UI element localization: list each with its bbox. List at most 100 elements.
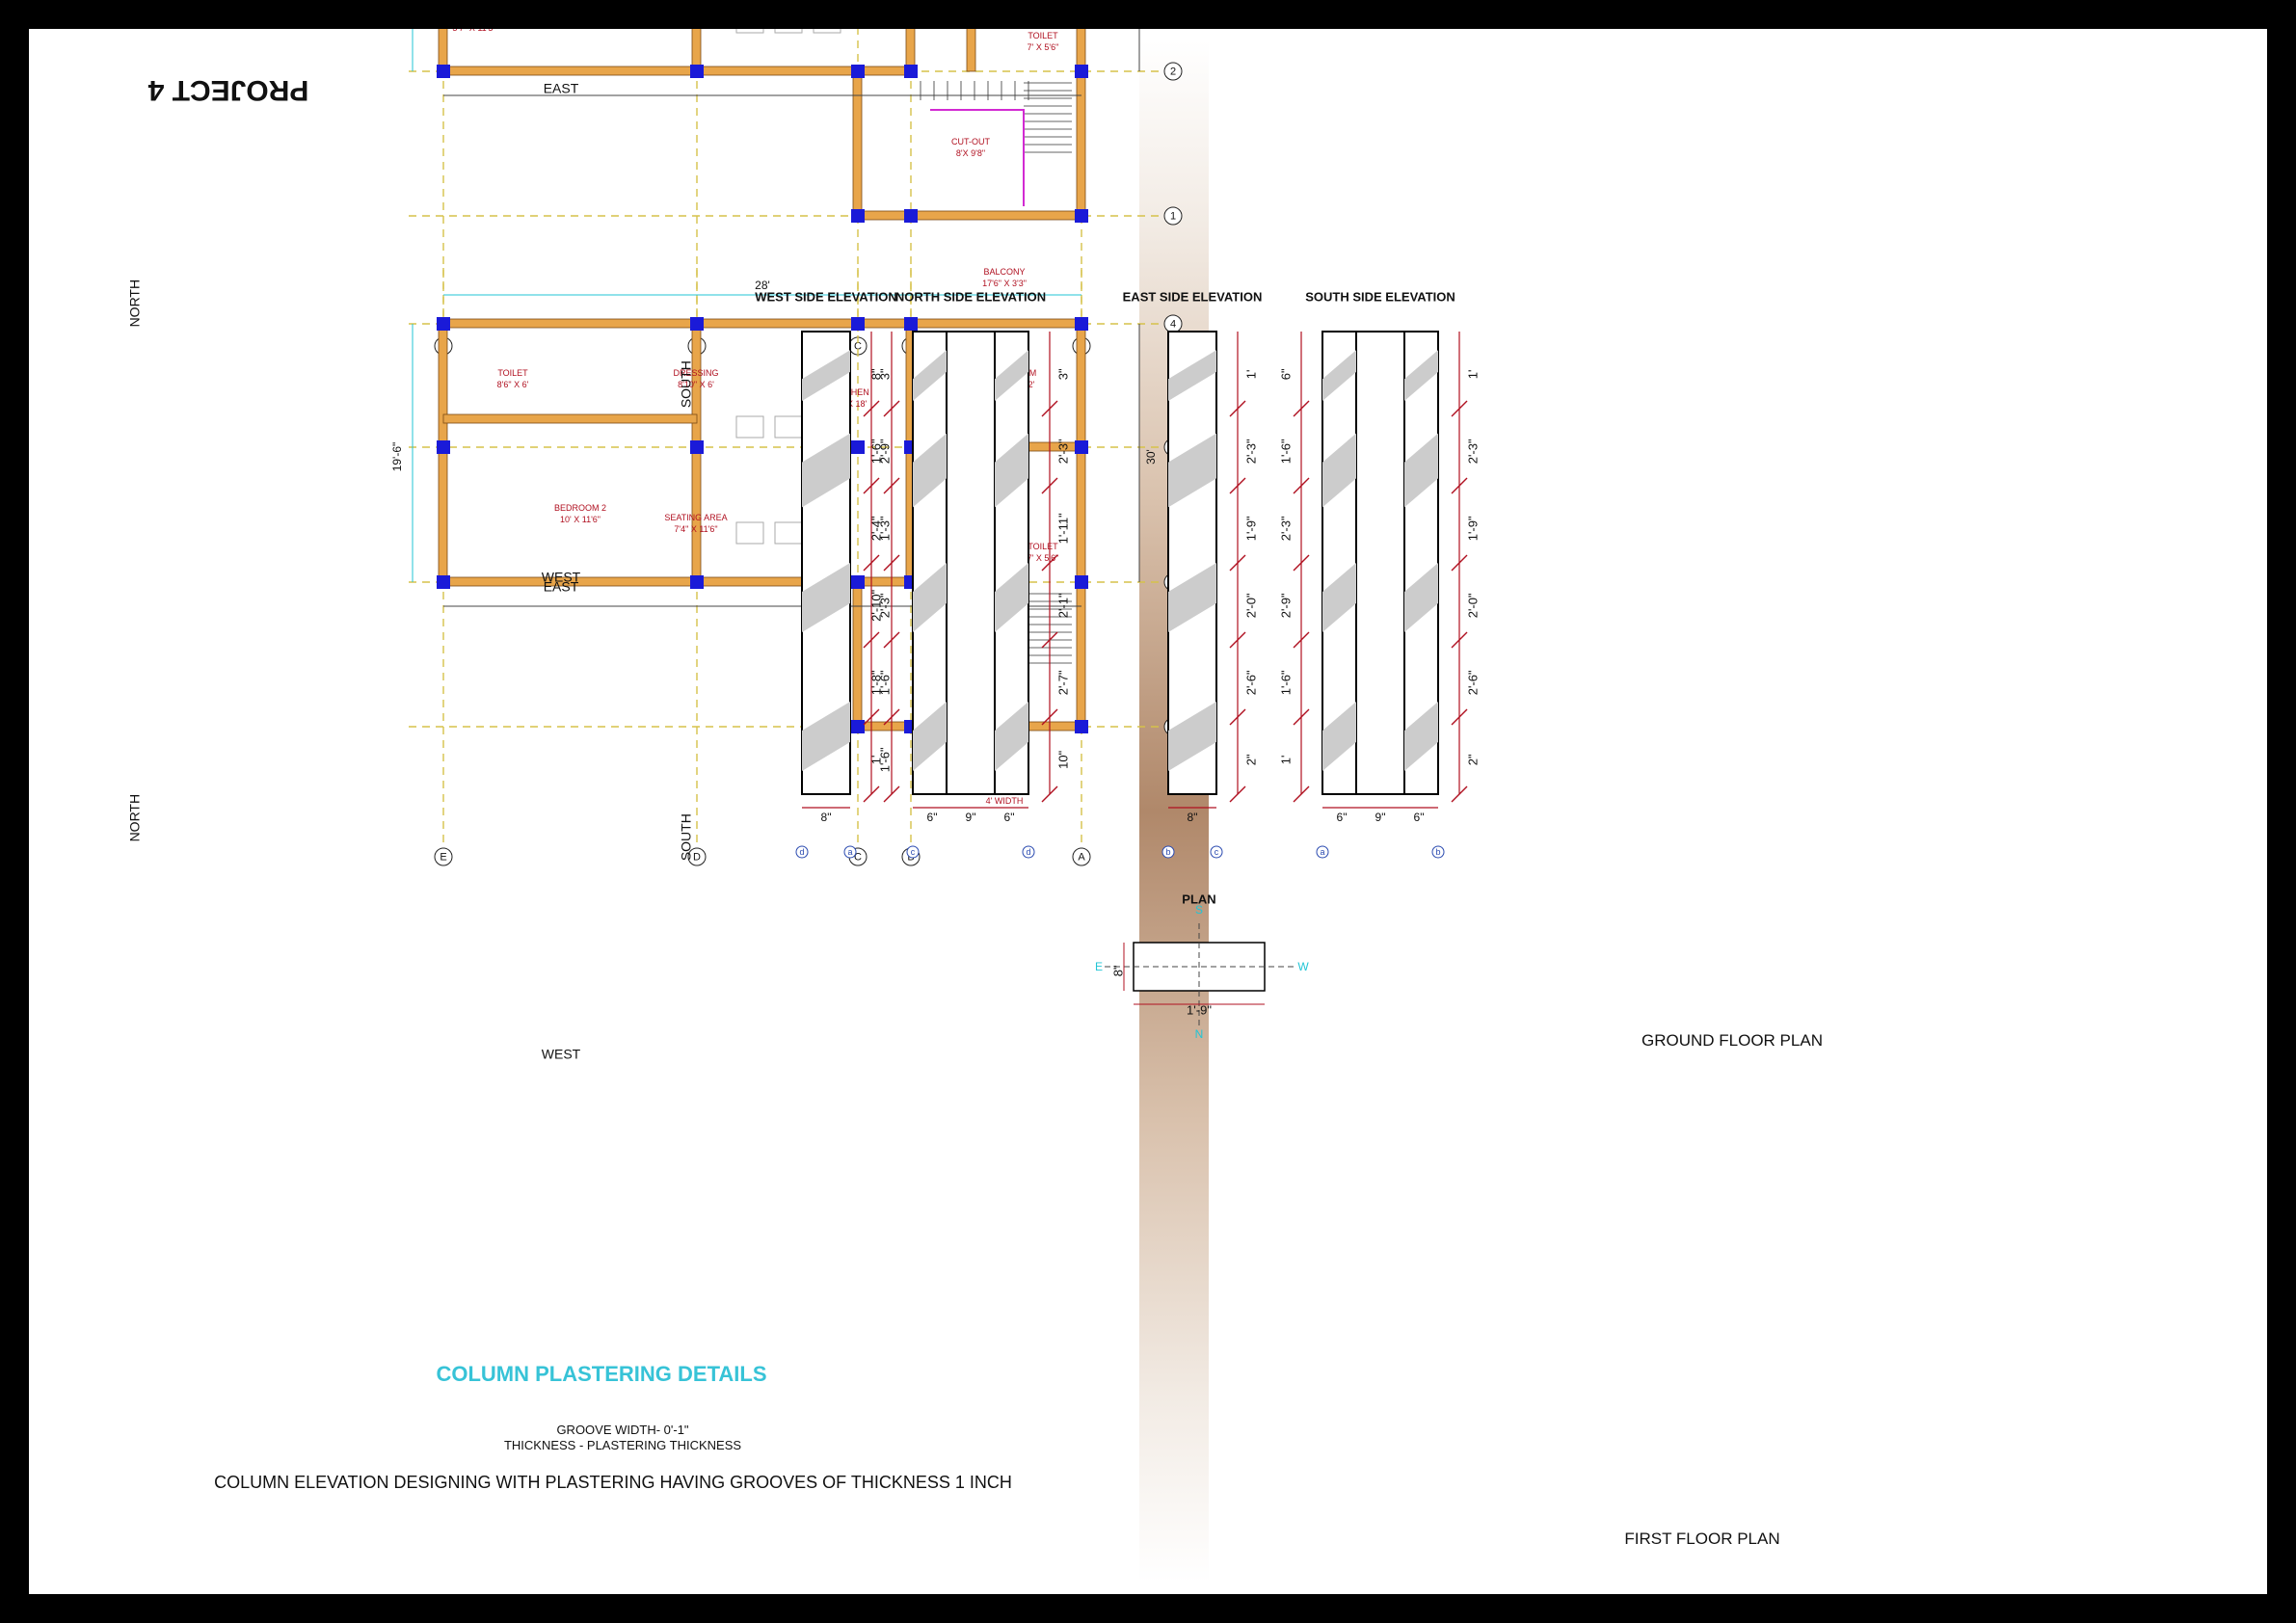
corner-label: a bbox=[847, 847, 852, 857]
dim-text: 28' bbox=[755, 279, 770, 292]
dim-tick bbox=[1041, 785, 1058, 803]
room-name: BALCONY bbox=[983, 267, 1025, 277]
north-label: NORTH bbox=[127, 279, 143, 328]
dim-text: 1'-6" bbox=[877, 670, 892, 695]
column-marker bbox=[851, 720, 865, 733]
dim-tick bbox=[883, 477, 900, 494]
room-name: TOILET bbox=[497, 368, 528, 378]
dim-text: 2'-3" bbox=[1278, 516, 1293, 541]
grid-bubble bbox=[1072, 847, 1091, 866]
elevation-0: SOUTH SIDE ELEVATION2"2'-6"2'-0"1'-9"2'-… bbox=[1278, 290, 1480, 859]
grid-label: A bbox=[1078, 851, 1085, 863]
dim-tick bbox=[1293, 400, 1310, 417]
elevation-1: EAST SIDE ELEVATION2"2'-6"2'-0"1'-9"2'-3… bbox=[1123, 290, 1262, 859]
grid-label: 2 bbox=[1170, 66, 1176, 77]
corner-bubble bbox=[906, 845, 920, 859]
column-marker bbox=[851, 65, 865, 78]
column-marker bbox=[437, 317, 450, 331]
west-label: WEST bbox=[542, 1046, 581, 1061]
column-marker bbox=[690, 65, 704, 78]
dim-tick bbox=[863, 477, 880, 494]
groove-band bbox=[995, 563, 1028, 632]
corner-label: d bbox=[799, 847, 804, 857]
groove-width-note: GROOVE WIDTH- 0'-1" bbox=[556, 1423, 688, 1437]
furniture bbox=[774, 29, 803, 34]
key-n: N bbox=[1195, 1027, 1204, 1041]
elevation-title: SOUTH SIDE ELEVATION bbox=[1305, 290, 1455, 305]
room-name: DRESSING bbox=[673, 368, 718, 378]
corner-label: a bbox=[1320, 847, 1324, 857]
dim-text: 1'-9" bbox=[1465, 516, 1480, 541]
room-size: 4' WIDTH bbox=[986, 796, 1024, 806]
dim-text: 2'-10" bbox=[868, 589, 883, 622]
dim-text: 2'-1" bbox=[1055, 593, 1070, 618]
grid-label: E bbox=[440, 851, 446, 863]
groove-band bbox=[1404, 350, 1438, 401]
room-size: 3'7" X 11'3" bbox=[452, 29, 495, 33]
room-name: SEATING AREA bbox=[664, 513, 727, 522]
dim-text: 30' bbox=[1144, 449, 1158, 465]
dim-text: 3" bbox=[877, 368, 892, 380]
groove-band bbox=[995, 702, 1028, 771]
dim-tick bbox=[1451, 477, 1468, 494]
south-label: SOUTH bbox=[679, 360, 694, 408]
dim-tick bbox=[1041, 554, 1058, 572]
dim-tick bbox=[1451, 631, 1468, 649]
column-marker bbox=[851, 440, 865, 454]
corner-bubble bbox=[1022, 845, 1035, 859]
dim-tick bbox=[1041, 708, 1058, 726]
corner-bubble bbox=[1210, 845, 1223, 859]
corner-bubble bbox=[1431, 845, 1445, 859]
dim-text: 2'-7" bbox=[1055, 670, 1070, 695]
dim-tick bbox=[1041, 631, 1058, 649]
dim-text: 2'-3" bbox=[1243, 439, 1258, 464]
dim-text: 1'-6" bbox=[868, 439, 883, 464]
room-name: BEDROOM 2 bbox=[554, 503, 606, 513]
groove-band bbox=[802, 433, 850, 508]
dim-tick bbox=[1229, 554, 1246, 572]
corner-bubble bbox=[795, 845, 809, 859]
dim-text: 6" bbox=[1337, 811, 1348, 824]
column-marker bbox=[851, 575, 865, 589]
room-size: 7' X 5'6" bbox=[1028, 42, 1059, 52]
dim-text: 2'-3" bbox=[1465, 439, 1480, 464]
dim-text: 6" bbox=[927, 811, 938, 824]
room-name: TOILET bbox=[1028, 31, 1058, 40]
dim-text: 6" bbox=[1004, 811, 1015, 824]
groove-band bbox=[1404, 433, 1438, 508]
elevation-title: NORTH SIDE ELEVATION bbox=[895, 290, 1046, 305]
furniture bbox=[735, 415, 764, 439]
groove-band bbox=[913, 702, 947, 771]
dim-text: 9" bbox=[966, 811, 976, 824]
elevation-layer: SOUTH SIDE ELEVATION2"2'-6"2'-0"1'-9"2'-… bbox=[755, 290, 1480, 859]
ground-floor-title: GROUND FLOOR PLAN bbox=[1642, 1031, 1823, 1050]
dim-tick bbox=[863, 631, 880, 649]
elevation-3: WEST SIDE ELEVATION1'-6"1'-6"2'-3"1'-3"2… bbox=[755, 290, 897, 859]
column-marker bbox=[1075, 65, 1088, 78]
groove-band bbox=[802, 702, 850, 771]
key-e: E bbox=[1095, 960, 1103, 973]
dim-text: 2'-0" bbox=[1465, 593, 1480, 618]
column-marker bbox=[1075, 720, 1088, 733]
grid-label: D bbox=[693, 851, 701, 863]
dim-text: 1' bbox=[1278, 755, 1293, 764]
room-size: 10' X 11'6" bbox=[560, 515, 601, 524]
dim-text: 1'-9" bbox=[1243, 516, 1258, 541]
grid-label: 4 bbox=[1170, 318, 1176, 330]
column-marker bbox=[904, 317, 918, 331]
room-size: 8'X 9'8" bbox=[956, 148, 985, 158]
dim-text: 19'-6" bbox=[390, 442, 404, 472]
column-marker bbox=[904, 65, 918, 78]
dim-text: 8" bbox=[1188, 811, 1198, 824]
wall-int-toilet bbox=[442, 413, 698, 424]
dim-tick bbox=[1451, 400, 1468, 417]
room-size: 7'4" X 11'6" bbox=[674, 524, 717, 534]
dim-tick bbox=[883, 785, 900, 803]
key-s: S bbox=[1195, 903, 1203, 917]
dim-text: 1'-6" bbox=[877, 747, 892, 772]
dim-tick bbox=[1293, 554, 1310, 572]
grid-bubble bbox=[434, 847, 453, 866]
text-overlay-svg: PROJECT 4 COLUMN PLASTERING DETAILS GROO… bbox=[147, 74, 1823, 1548]
